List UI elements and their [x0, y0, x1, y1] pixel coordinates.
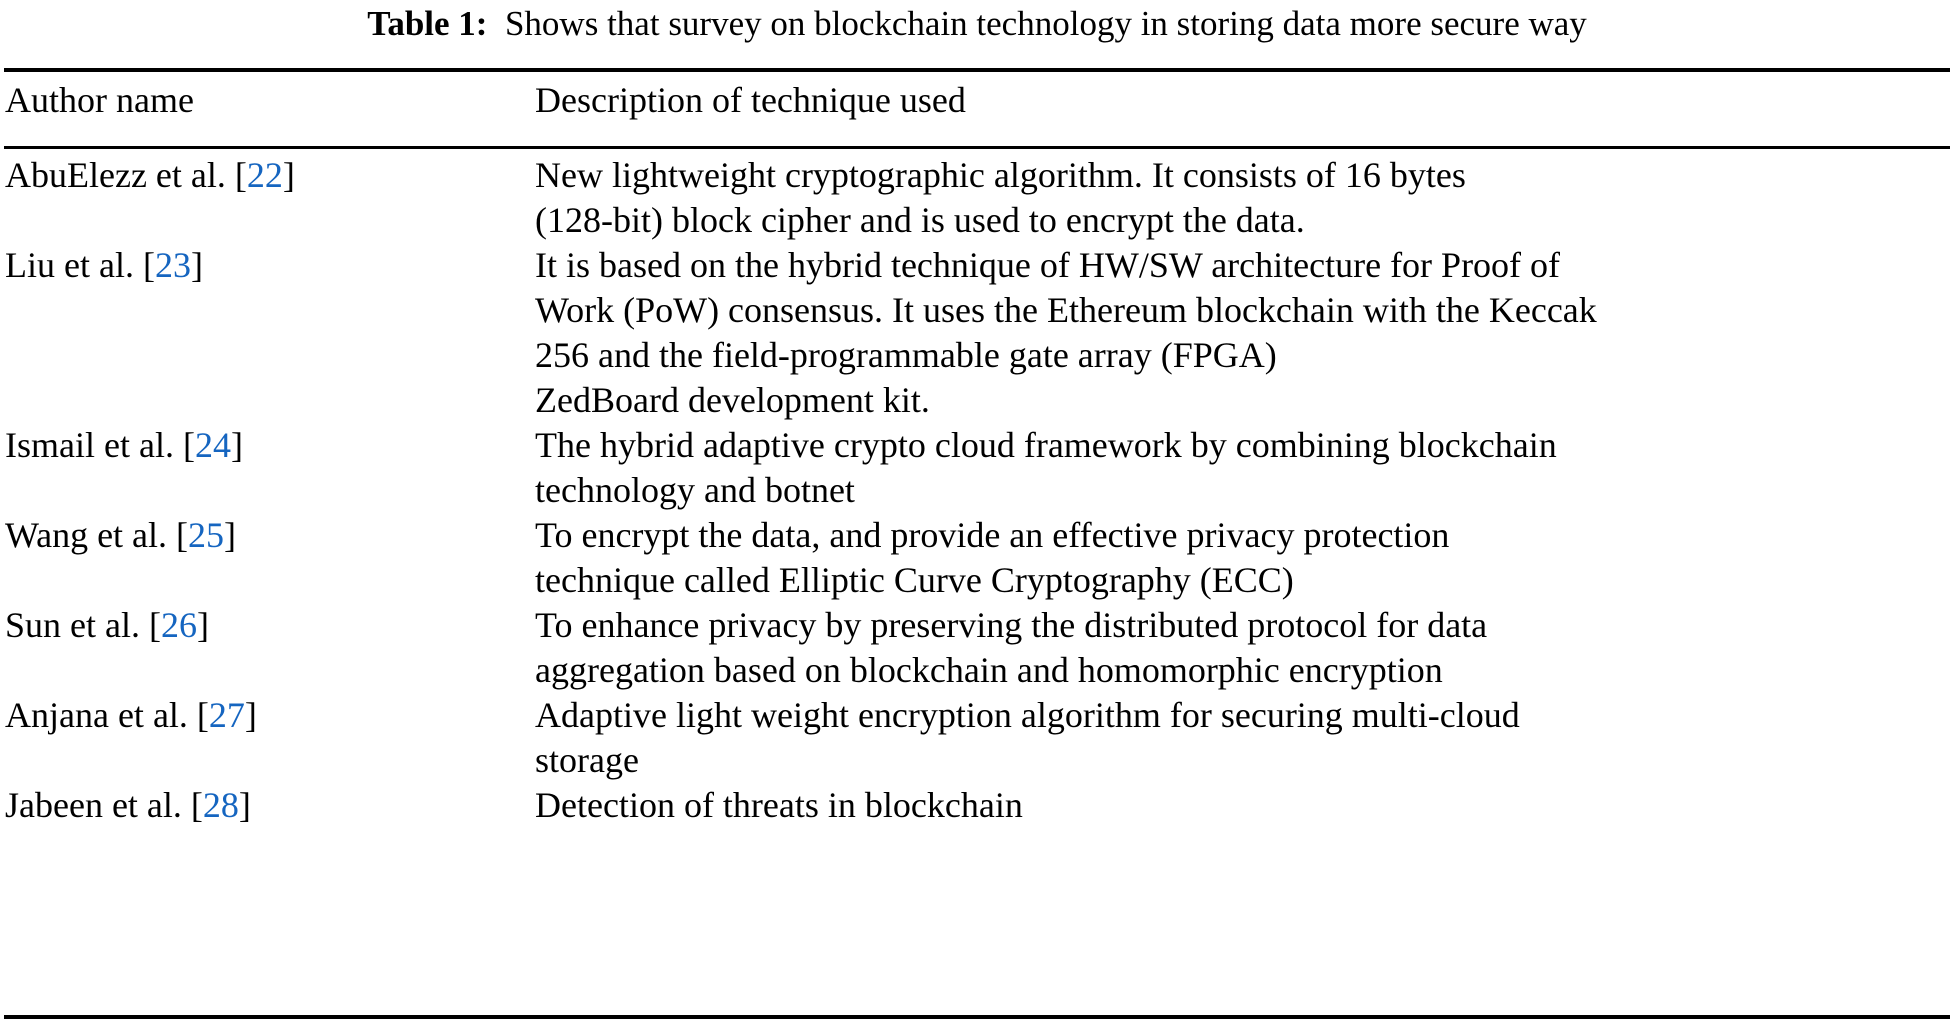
author-cell: Wang et al. [25]: [0, 513, 535, 558]
description-line: Detection of threats in blockchain: [535, 785, 1023, 825]
description-cell: New lightweight cryptographic algorithm.…: [535, 153, 1954, 243]
table-caption: Table 1: Shows that survey on blockchain…: [0, 2, 1954, 46]
citation-link[interactable]: 24: [194, 425, 231, 465]
table-row: Jabeen et al. [28] Detection of threats …: [0, 783, 1954, 828]
citation-link[interactable]: 26: [160, 605, 197, 645]
citation-bracket-close: ]: [230, 425, 243, 465]
author-cell: AbuElezz et al. [22]: [0, 153, 535, 198]
author-cell: Liu et al. [23]: [0, 243, 535, 288]
table-bottom-rule: [4, 1015, 1950, 1019]
table-row: Anjana et al. [27] Adaptive light weight…: [0, 693, 1954, 783]
description-line: ZedBoard development kit.: [535, 380, 930, 420]
description-line: technology and botnet: [535, 470, 855, 510]
citation-bracket-open: [: [190, 785, 203, 825]
table-row: Sun et al. [26] To enhance privacy by pr…: [0, 603, 1954, 693]
table-row: Ismail et al. [24] The hybrid adaptive c…: [0, 423, 1954, 513]
description-line: The hybrid adaptive crypto cloud framewo…: [535, 425, 1557, 465]
citation-link[interactable]: 25: [188, 515, 225, 555]
author-cell: Anjana et al. [27]: [0, 693, 535, 738]
citation-bracket-close: ]: [244, 695, 257, 735]
author-name: Ismail et al.: [5, 425, 174, 465]
description-line: aggregation based on blockchain and homo…: [535, 650, 1443, 690]
caption-label: Table 1:: [367, 4, 488, 43]
citation-bracket-open: [: [176, 515, 189, 555]
citation-bracket-open: [: [196, 695, 209, 735]
description-line: To enhance privacy by preserving the dis…: [535, 605, 1488, 645]
author-name: Jabeen et al.: [5, 785, 182, 825]
description-line: New lightweight cryptographic algorithm.…: [535, 155, 1466, 195]
description-line: To encrypt the data, and provide an effe…: [535, 515, 1450, 555]
description-cell: Detection of threats in blockchain: [535, 783, 1954, 828]
citation-bracket-open: [: [182, 425, 195, 465]
description-line: 256 and the field-programmable gate arra…: [535, 335, 1277, 375]
citation-bracket-close: ]: [282, 155, 295, 195]
description-cell: To enhance privacy by preserving the dis…: [535, 603, 1954, 693]
table-row: Liu et al. [23] It is based on the hybri…: [0, 243, 1954, 423]
description-cell: It is based on the hybrid technique of H…: [535, 243, 1954, 423]
description-line: storage: [535, 740, 639, 780]
citation-bracket-close: ]: [224, 515, 237, 555]
description-line: (128-bit) block cipher and is used to en…: [535, 200, 1305, 240]
table-top-rule: [4, 68, 1950, 72]
citation-link[interactable]: 22: [246, 155, 283, 195]
column-header-author: Author name: [5, 80, 194, 120]
description-cell: To encrypt the data, and provide an effe…: [535, 513, 1954, 603]
author-name: Sun et al.: [5, 605, 140, 645]
table-row: Wang et al. [25] To encrypt the data, an…: [0, 513, 1954, 603]
caption-text: Shows that survey on blockchain technolo…: [504, 4, 1587, 43]
description-line: Work (PoW) consensus. It uses the Ethere…: [535, 290, 1597, 330]
author-name: AbuElezz et al.: [5, 155, 226, 195]
table-row: AbuElezz et al. [22] New lightweight cry…: [0, 153, 1954, 243]
citation-bracket-open: [: [148, 605, 161, 645]
citation-bracket-close: ]: [196, 605, 209, 645]
author-cell: Ismail et al. [24]: [0, 423, 535, 468]
description-line: Adaptive light weight encryption algorit…: [535, 695, 1520, 735]
column-header-description: Description of technique used: [535, 80, 966, 120]
author-cell: Sun et al. [26]: [0, 603, 535, 648]
description-cell: Adaptive light weight encryption algorit…: [535, 693, 1954, 783]
description-line: technique called Elliptic Curve Cryptogr…: [535, 560, 1294, 600]
table-header-rule: [4, 146, 1950, 149]
description-cell: The hybrid adaptive crypto cloud framewo…: [535, 423, 1954, 513]
citation-link[interactable]: 23: [154, 245, 191, 285]
citation-bracket-open: [: [142, 245, 155, 285]
citation-link[interactable]: 28: [202, 785, 239, 825]
citation-bracket-close: ]: [238, 785, 251, 825]
citation-bracket-open: [: [234, 155, 247, 195]
table-header-row: Author name Description of technique use…: [0, 78, 1954, 123]
citation-link[interactable]: 27: [208, 695, 245, 735]
author-name: Anjana et al.: [5, 695, 188, 735]
description-line: It is based on the hybrid technique of H…: [535, 245, 1561, 285]
author-name: Wang et al.: [5, 515, 168, 555]
author-name: Liu et al.: [5, 245, 134, 285]
citation-bracket-close: ]: [190, 245, 203, 285]
author-cell: Jabeen et al. [28]: [0, 783, 535, 828]
